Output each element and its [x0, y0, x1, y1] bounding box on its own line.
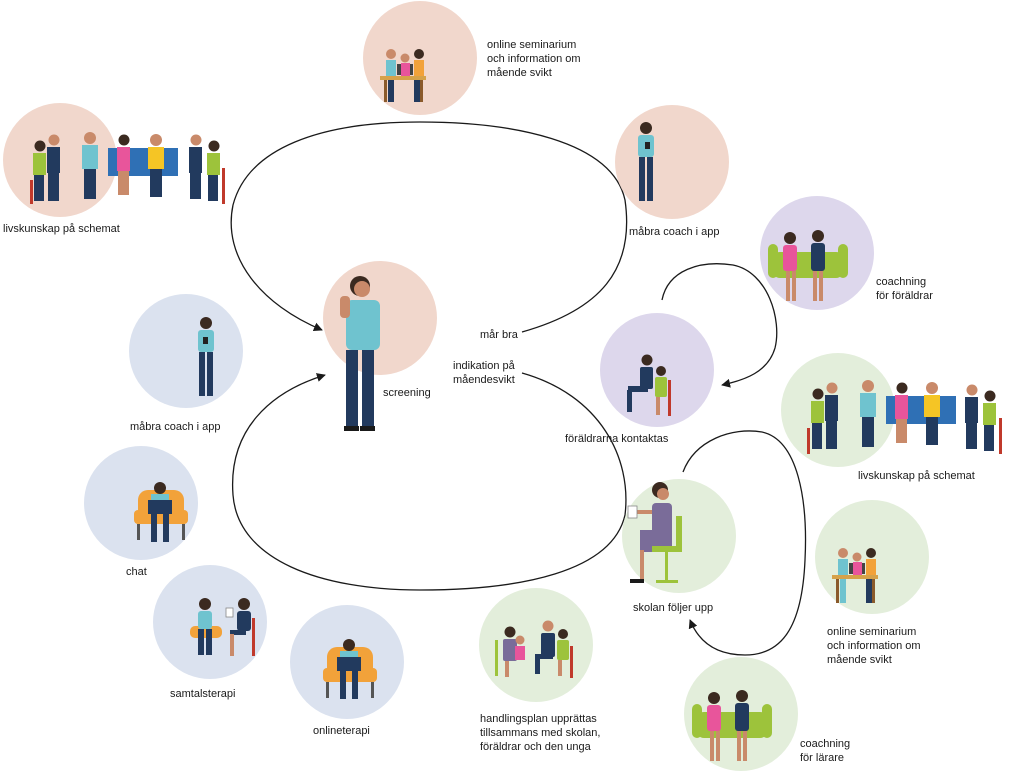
node-circle — [615, 105, 729, 219]
parents-loop-arrow — [661, 263, 778, 388]
node-label: onlineterapi — [313, 725, 370, 737]
therapy-session-icon — [190, 598, 255, 656]
person-phone-icon — [198, 317, 214, 396]
seminar-group-icon — [832, 548, 878, 603]
person-phone-icon — [638, 122, 654, 201]
teacher-notes-icon — [627, 482, 682, 583]
wellbeing-loop-arrow — [230, 121, 628, 333]
node-circles — [3, 1, 929, 771]
two-women-sofa-icon — [768, 230, 848, 301]
node-label: samtalsterapi — [170, 688, 235, 700]
node-label: föräldrarna kontaktas — [565, 433, 669, 445]
life-skills-group-icon — [30, 132, 225, 204]
laptop-armchair-icon — [134, 482, 188, 542]
node-label: måbra coach i app — [130, 421, 221, 433]
edge-label: mår bra — [480, 329, 519, 341]
node-label: livskunskap på schemat — [858, 470, 975, 482]
node-label: chat — [126, 566, 147, 578]
laptop-armchair-icon — [323, 639, 377, 699]
node-circle — [129, 294, 243, 408]
life-skills-group-icon — [807, 380, 1002, 454]
two-women-sofa-icon — [692, 690, 772, 761]
seminar-group-icon — [380, 49, 426, 102]
flow-arrows — [230, 121, 807, 656]
concern-loop-arrow — [231, 372, 627, 591]
family-meeting-icon — [495, 620, 573, 678]
node-label: screening — [383, 387, 431, 399]
school-loop-arrow — [682, 430, 807, 656]
node-label: livskunskap på schemat — [3, 223, 120, 235]
thinking-teen-icon — [340, 276, 380, 431]
node-label: måbra coach i app — [629, 226, 720, 238]
parents-chair-icon — [627, 354, 671, 416]
node-label: skolan följer upp — [633, 602, 713, 614]
